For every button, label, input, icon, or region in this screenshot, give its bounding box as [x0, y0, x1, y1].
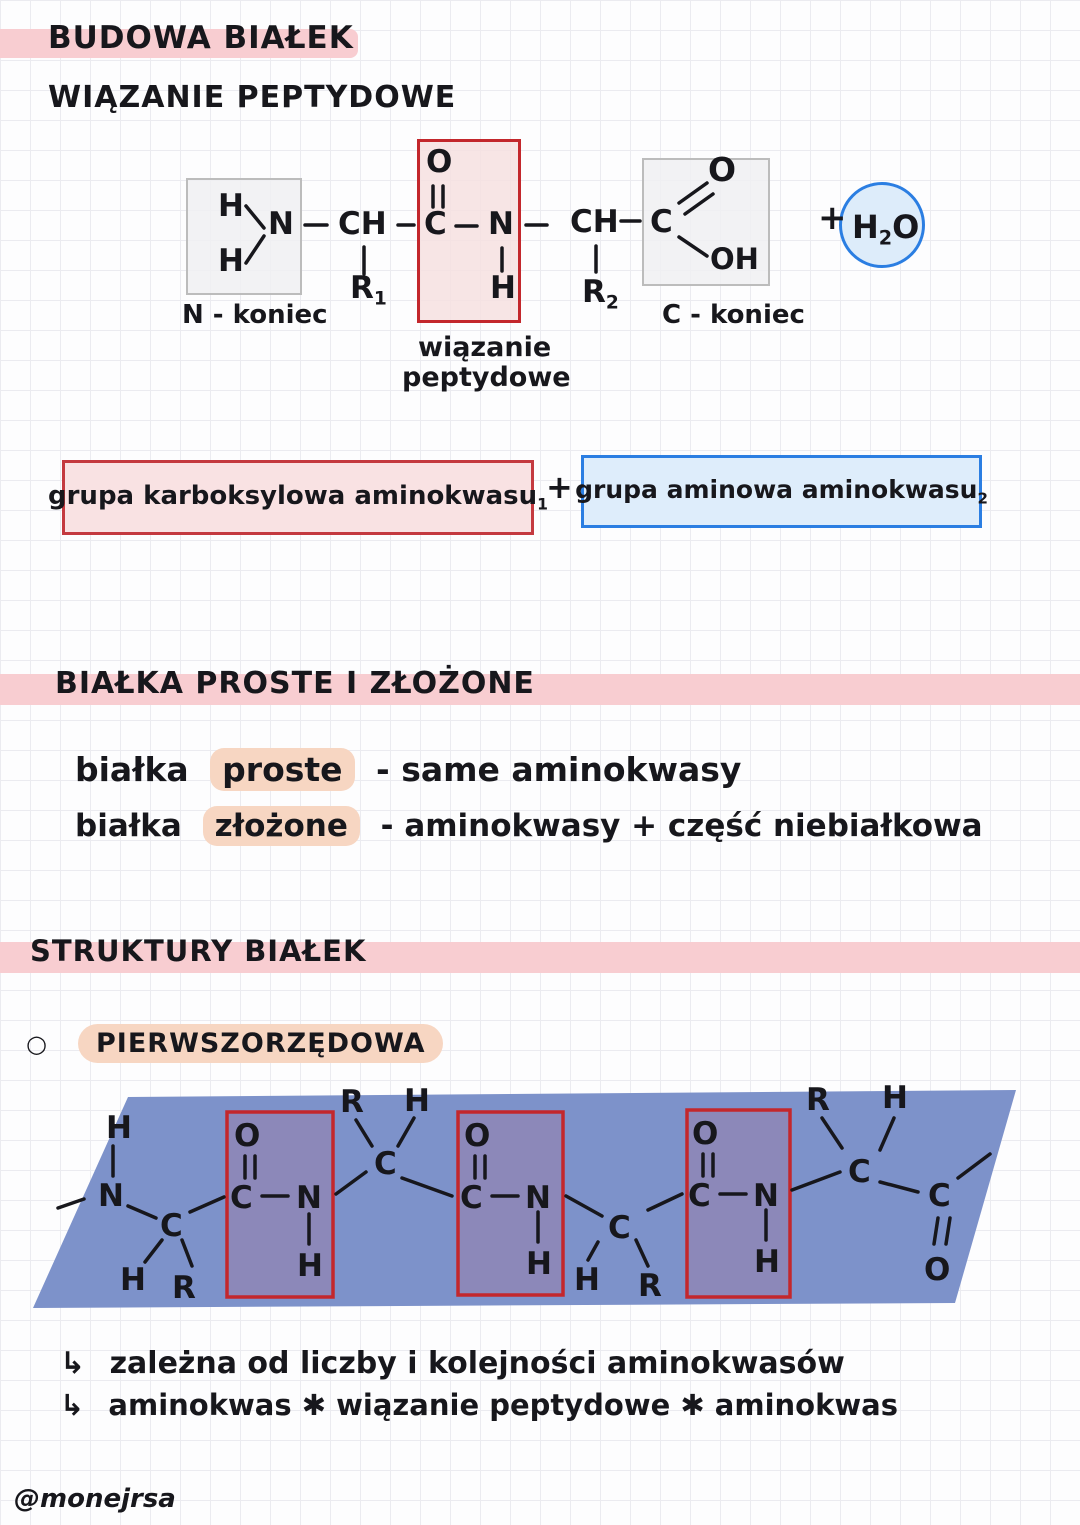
peptide-bond-label-line1: wiązanie: [418, 332, 552, 363]
h-atom: H: [297, 1248, 323, 1284]
amino-group-text: grupa aminowa aminokwasu2: [575, 475, 988, 507]
oxygen-atom: O: [708, 150, 737, 189]
note-line-1: ↳ zależna od liczby i kolejności aminokw…: [60, 1346, 845, 1381]
r2-group: R2: [582, 274, 619, 314]
n-atom: N: [296, 1180, 322, 1216]
line1-post: - same aminokwasy: [376, 750, 742, 789]
highlight-pill-proste: proste: [210, 748, 355, 791]
n-atom: N: [98, 1178, 124, 1214]
n-atom: N: [525, 1180, 551, 1216]
h-atom: H: [218, 243, 244, 279]
alpha-carbon: C: [608, 1210, 631, 1246]
h-atom: H: [490, 270, 516, 306]
arrow-icon: ↳: [60, 1388, 85, 1422]
carbon-atom: C: [424, 206, 447, 242]
oxygen-atom: O: [464, 1118, 491, 1154]
oxygen-atom: O: [234, 1118, 261, 1154]
water-molecule: H2O: [852, 208, 919, 250]
n-atom: N: [753, 1178, 779, 1214]
watermark: @monejrsa: [14, 1484, 176, 1514]
n-atom: N: [268, 206, 294, 242]
alpha-carbon: C: [374, 1146, 397, 1182]
line2-post: - aminokwasy + część niebiałkowa: [380, 808, 983, 844]
water-circle: [839, 182, 925, 268]
carboxyl-label: grupa karboksylowa aminokwasu: [48, 481, 538, 512]
r2-subscript: 2: [605, 292, 619, 314]
r1-group: R1: [350, 270, 387, 310]
h-atom: H: [218, 188, 244, 224]
amino-group-box: grupa aminowa aminokwasu2: [575, 455, 988, 528]
subtitle-peptide-bond: WIĄZANIE PEPTYDOWE: [48, 80, 457, 115]
h-atom: H: [106, 1110, 132, 1146]
n-terminus-box: [186, 178, 302, 295]
carboxyl-subscript: 1: [537, 495, 549, 514]
c-terminus-label: C - koniec: [662, 300, 805, 330]
r-group: R: [340, 1084, 364, 1120]
simple-proteins-line: białka proste - same aminokwasy: [75, 748, 742, 791]
carboxyl-group-text: grupa karboksylowa aminokwasu1: [48, 481, 548, 513]
carbon-atom: C: [460, 1180, 483, 1216]
title-highlight-band: [0, 29, 358, 58]
note-line-2-text: aminokwas ✱ wiązanie peptydowe ✱ aminokw…: [108, 1388, 899, 1422]
carbon-atom: C: [650, 204, 673, 240]
section3-highlight-band: [0, 942, 1080, 973]
h-atom: H: [526, 1246, 552, 1282]
arrow-icon: ↳: [60, 1346, 86, 1381]
ch-group: CH: [338, 206, 387, 242]
h-atom: H: [404, 1083, 430, 1119]
carbon-atom: C: [230, 1180, 253, 1216]
plus-sign: +: [818, 198, 847, 238]
line2-pre: białka: [75, 808, 182, 844]
n-terminus-label: N - koniec: [182, 300, 328, 330]
alpha-carbon: C: [848, 1154, 871, 1190]
line1-pre: białka: [75, 750, 189, 789]
plus-sign: +: [546, 468, 573, 506]
r-group: R: [172, 1270, 196, 1306]
water-subscript: 2: [878, 226, 893, 250]
section-heading-structures: STRUKTURY BIAŁEK: [30, 934, 367, 968]
amino-label: grupa aminowa aminokwasu: [575, 475, 978, 505]
circle-bullet: ○: [26, 1030, 47, 1058]
section2-highlight-band: [0, 674, 1080, 705]
carbon-atom: C: [688, 1178, 711, 1214]
oxygen-atom: O: [924, 1252, 951, 1288]
carboxyl-group-box: grupa karboksylowa aminokwasu1: [48, 460, 548, 535]
water-h: H: [852, 208, 879, 246]
h-atom: H: [574, 1262, 600, 1298]
banner-backbone-bonds: [56, 1116, 992, 1268]
h-atom: H: [882, 1080, 908, 1116]
r-label: R: [582, 274, 606, 310]
h-atom: H: [754, 1244, 780, 1280]
r1-subscript: 1: [373, 288, 387, 310]
note-line-2: ↳ aminokwas ✱ wiązanie peptydowe ✱ amino…: [60, 1388, 898, 1422]
complex-proteins-line: białka złożone - aminokwasy + część nieb…: [75, 806, 983, 846]
r-label: R: [350, 270, 374, 306]
water-o: O: [892, 208, 920, 246]
ch-group: CH: [570, 204, 619, 240]
r-group: R: [638, 1268, 662, 1304]
r-group: R: [806, 1082, 830, 1118]
oxygen-atom: O: [426, 144, 453, 180]
n-atom: N: [488, 206, 514, 242]
section-heading-simple-complex: BIAŁKA PROSTE I ZŁOŻONE: [55, 666, 535, 701]
peptide-bond-label-line2: peptydowe: [402, 362, 571, 393]
c-terminus-box: [642, 158, 770, 286]
carbon-atom: C: [928, 1178, 951, 1214]
oxygen-atom: O: [692, 1116, 719, 1152]
alpha-carbon: C: [160, 1208, 183, 1244]
oh-group: OH: [710, 242, 759, 276]
page-title: BUDOWA BIAŁEK: [48, 20, 354, 56]
amino-subscript: 2: [977, 489, 988, 508]
primary-structure-item: PIERWSZORZĘDOWA: [78, 1024, 444, 1063]
peptide-bond-box: [417, 139, 521, 323]
highlight-pill-zlozone: złożone: [202, 806, 360, 846]
note-line-1-text: zależna od liczby i kolejności aminokwas…: [109, 1346, 845, 1381]
h-atom: H: [120, 1262, 146, 1298]
